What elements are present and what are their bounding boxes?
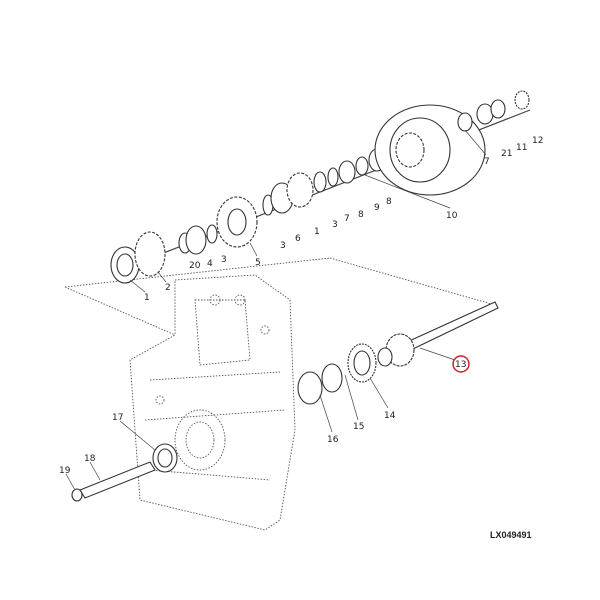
callout-15: 15 [353, 422, 364, 432]
drawing-code: LX049491 [490, 530, 532, 540]
connector-lines [64, 257, 496, 336]
callout-21: 21 [501, 149, 512, 159]
callout-20: 20 [189, 261, 201, 271]
callout-labels: 1 2 20 4 3 5 3 6 1 3 7 8 9 8 10 7 21 11 … [59, 136, 543, 540]
callout-17: 17 [112, 413, 123, 423]
callout-8: 8 [386, 197, 392, 207]
callout-16: 16 [327, 435, 339, 445]
callout-11: 11 [516, 143, 527, 153]
lower-shaft-assembly [71, 301, 499, 502]
transmission-housing [129, 274, 296, 531]
callout-2: 2 [165, 283, 171, 293]
callout-3: 3 [221, 255, 227, 265]
callout-7: 7 [484, 157, 490, 167]
highlight-circle [452, 355, 470, 373]
callout-1: 1 [144, 293, 150, 303]
callout-5: 5 [255, 258, 261, 268]
callout-10: 10 [446, 211, 458, 221]
callout-18: 18 [84, 454, 96, 464]
callout-8: 8 [358, 210, 364, 220]
callout-1: 1 [314, 227, 320, 237]
callout-9: 9 [374, 203, 380, 213]
callout-3: 3 [280, 241, 286, 251]
upper-shaft-assembly [110, 90, 531, 284]
callout-3: 3 [332, 220, 338, 230]
leader-lines [65, 129, 487, 491]
callout-19: 19 [59, 466, 71, 476]
callout-12: 12 [532, 136, 543, 146]
callout-6: 6 [295, 234, 301, 244]
callout-7: 7 [344, 214, 350, 224]
callout-14: 14 [384, 411, 396, 421]
callout-13[interactable]: 13 [455, 360, 466, 370]
callout-4: 4 [207, 259, 213, 269]
